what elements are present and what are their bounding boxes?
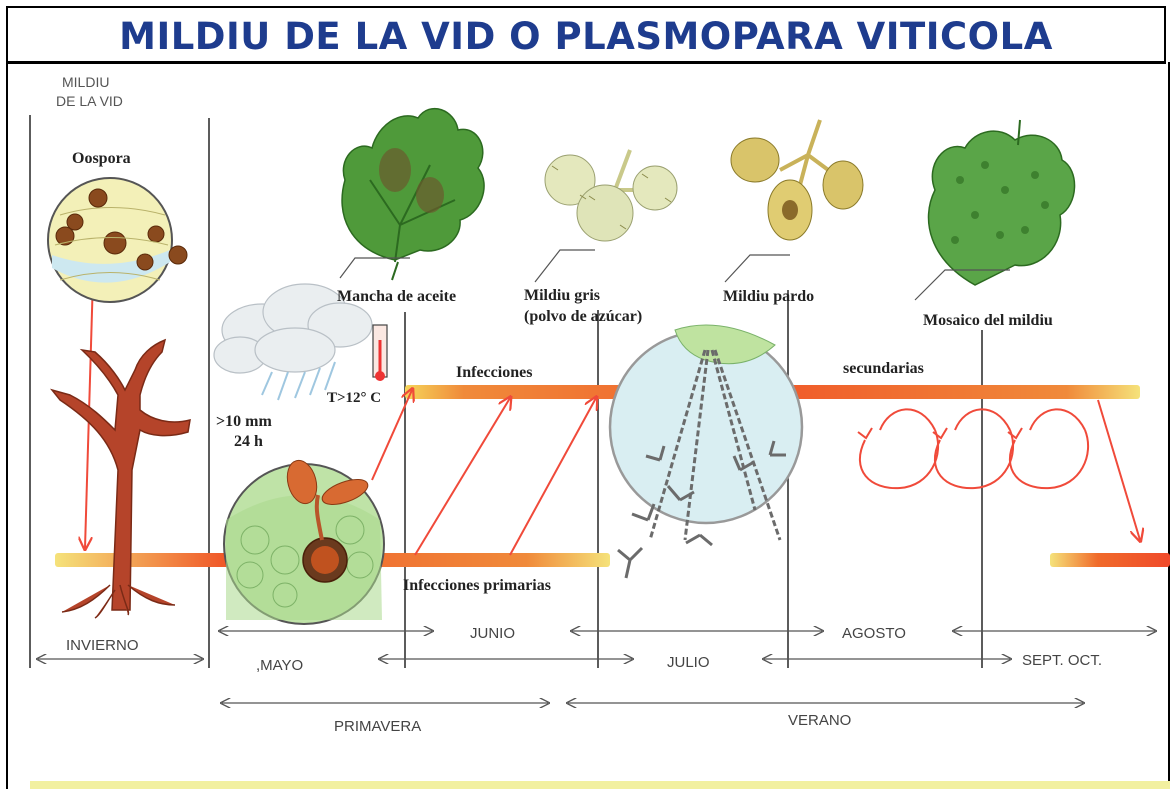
- season-primavera: PRIMAVERA: [334, 718, 421, 735]
- loop-3b: [1029, 408, 1086, 431]
- loop-1: [859, 429, 940, 490]
- right-border: [1168, 62, 1170, 789]
- mildiu-pardo-label: Mildiu pardo: [723, 288, 814, 305]
- loop-3: [1009, 429, 1090, 490]
- infecciones-label: Infecciones: [456, 364, 532, 381]
- month-sept-oct: SEPT. OCT.: [1022, 652, 1102, 669]
- secundarias-label: secundarias: [843, 360, 924, 377]
- germinating-oospore-icon: [223, 459, 385, 625]
- corner-label-1: MILDIU: [62, 74, 109, 90]
- leader-mosaico: [914, 269, 1010, 301]
- loop-2b: [954, 408, 1011, 431]
- temperature-label: T>12° C: [327, 390, 381, 406]
- loop-2: [934, 429, 1015, 490]
- loop-arrowhead-3: [1007, 427, 1023, 440]
- primarias-label: Infecciones primarias: [403, 577, 551, 594]
- leader-gris: [534, 249, 595, 283]
- grapes-gray-icon: [544, 149, 678, 242]
- rain-label-1: >10 mm: [216, 413, 272, 430]
- month-julio: JULIO: [667, 654, 710, 671]
- final-arrow: [1097, 399, 1140, 540]
- page-title: MILDIU DE LA VID O PLASMOPARA VITICOLA: [119, 15, 1053, 58]
- grapes-brown-icon: [730, 119, 864, 241]
- cloud-rain-icon: [213, 283, 373, 401]
- leader-pardo: [724, 254, 790, 283]
- mildiu-gris-label: Mildiu gris: [524, 287, 600, 304]
- loop-arrowhead-2: [932, 427, 948, 440]
- loop-1b: [879, 408, 936, 431]
- timeline-arrows: [38, 631, 1155, 703]
- leader-mancha: [339, 257, 410, 279]
- mosaico-label: Mosaico del mildiu: [923, 312, 1053, 329]
- season-verano: VERANO: [788, 712, 851, 729]
- late-infection-band: [1050, 553, 1170, 567]
- leaf-mosaic-icon: [927, 119, 1076, 286]
- bottom-strip: [30, 781, 1170, 789]
- sporangiophore-circle-icon: [608, 324, 804, 579]
- thermometer-icon: [372, 324, 388, 381]
- primary-arrow-1: [371, 390, 412, 481]
- month-agosto: AGOSTO: [842, 625, 906, 642]
- infection-arrows: [85, 209, 1140, 556]
- loop-arrowhead-1: [857, 427, 873, 440]
- oospora-label: Oospora: [72, 150, 131, 167]
- oospore-circle-icon: [47, 177, 188, 303]
- leaf-oil-spot-icon: [341, 107, 485, 281]
- vine-trunk-icon: [49, 338, 191, 619]
- leader-lines: [339, 249, 1010, 301]
- month-invierno: INVIERNO: [66, 637, 139, 654]
- left-border: [6, 62, 8, 789]
- month-mayo: ,MAYO: [256, 657, 303, 674]
- title-bar: MILDIU DE LA VID O PLASMOPARA VITICOLA: [6, 6, 1166, 64]
- polvo-label: (polvo de azúcar): [524, 308, 642, 325]
- rain-label-2: 24 h: [234, 433, 263, 450]
- month-junio: JUNIO: [470, 625, 515, 642]
- primary-arrow-2: [414, 398, 510, 556]
- primary-arrow-3: [509, 398, 596, 556]
- corner-label-2: DE LA VID: [56, 93, 123, 109]
- mancha-label: Mancha de aceite: [337, 288, 456, 305]
